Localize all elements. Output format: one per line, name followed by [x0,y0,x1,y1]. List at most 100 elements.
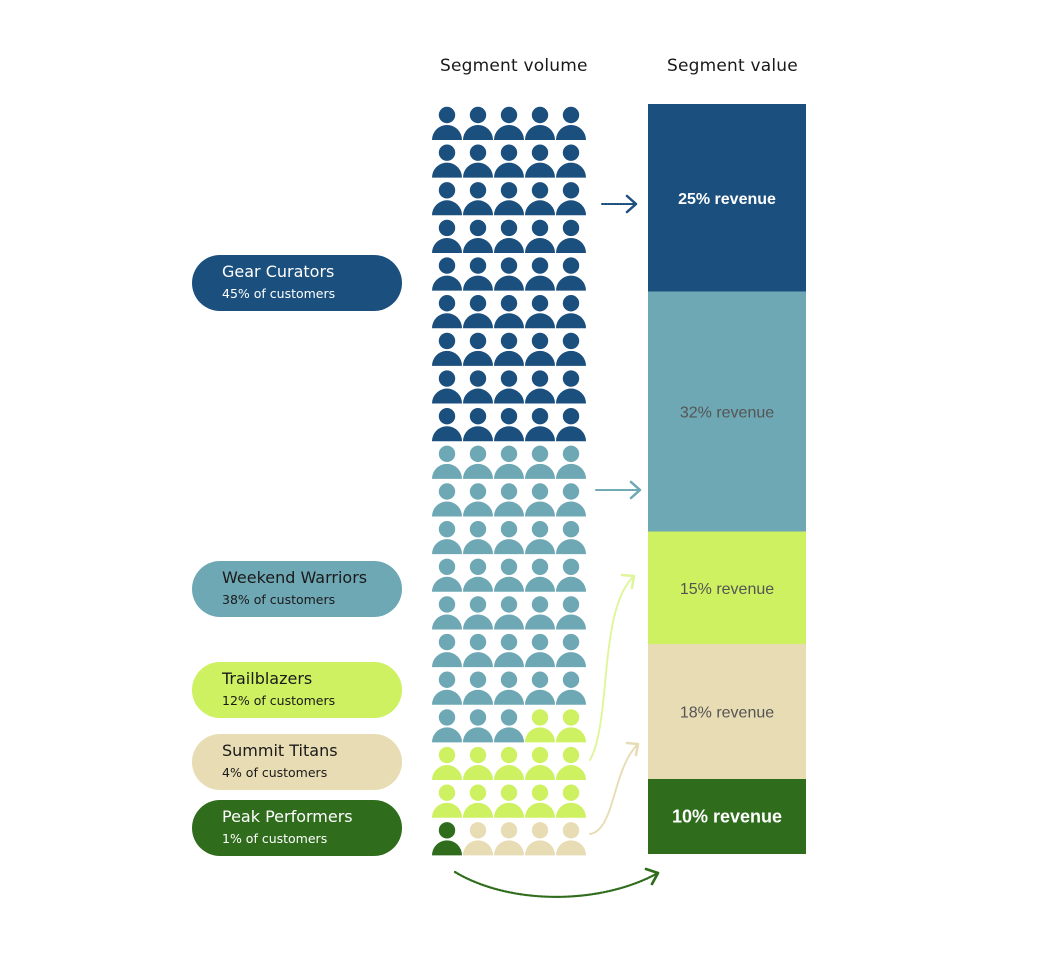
customer-icon [525,408,555,442]
customer-icon [494,106,524,140]
customer-icon [556,332,586,366]
segment-customer-share: 45% of customers [222,286,336,301]
segment-name: Trailblazers [222,669,313,688]
revenue-bar-summit-titans [648,644,806,779]
customer-icon [525,182,555,216]
customer-icon [525,822,555,856]
customer-icon [463,709,493,743]
customer-icon [525,295,555,329]
customer-icon [463,671,493,705]
customer-icon [556,219,586,253]
customer-icon [494,558,524,592]
customer-icon [432,445,462,479]
customer-icon [432,709,462,743]
customer-icon [494,219,524,253]
customer-icon [525,784,555,818]
customer-icon [556,746,586,781]
arrow-trailblazers [589,573,636,761]
segment-pill-trailblazers: Trailblazers 12% of customers [192,662,402,718]
customer-icon [494,144,524,178]
customer-icon [432,784,462,818]
customer-icon [525,219,555,253]
customer-icon [432,596,462,630]
customer-icon [463,370,493,404]
customer-icon [494,483,524,517]
customer-icon [494,709,524,743]
customer-icon [432,483,462,517]
customer-icon [494,408,524,442]
customer-icon [525,257,555,291]
customer-icon [556,408,586,442]
customer-icon [525,671,555,705]
customer-icon [432,520,462,555]
customer-icon [463,558,493,592]
arrow-weekend-warriors [595,480,642,500]
customer-icon [494,257,524,291]
customer-icon [494,520,524,555]
customer-icon [556,596,586,630]
customer-icon [494,671,524,705]
customer-icon [525,483,555,517]
customer-icon [525,106,555,140]
customer-icon [432,144,462,178]
arrow-gear-curators [601,194,638,214]
customer-icon [432,219,462,253]
customer-icon [463,822,493,856]
customer-icon [525,144,555,178]
customer-icon [525,445,555,479]
customer-icon [556,558,586,592]
segment-customer-share: 4% of customers [222,765,328,780]
customer-icon [432,106,462,140]
arrow-peak-performers [453,867,660,898]
customer-icon [494,182,524,216]
customer-icon [463,445,493,479]
customer-icon [463,784,493,818]
segment-customer-share: 12% of customers [222,693,336,708]
segment-name: Gear Curators [222,262,335,281]
customer-icon [463,332,493,366]
revenue-bar-weekend-warriors [648,291,806,532]
customer-icon [463,106,493,140]
customer-icon [494,596,524,630]
customer-icon [494,784,524,818]
segment-name: Weekend Warriors [222,568,368,587]
arrow-summit-titans [589,741,640,835]
customer-icon [432,332,462,366]
customer-icon [556,671,586,705]
segment-pill-weekend-warriors: Weekend Warriors 38% of customers [192,561,402,617]
segment-customer-share: 1% of customers [222,831,328,846]
customer-icon [556,144,586,178]
customer-icon [463,633,493,668]
customer-icon [556,106,586,140]
revenue-bar-peak-performers [648,779,806,854]
customer-icon [432,746,462,781]
revenue-label-peak-performers: 10% revenue [672,807,782,827]
segment-customer-share: 38% of customers [222,592,336,607]
customer-icon [556,483,586,517]
customer-icon [432,558,462,592]
segment-name: Peak Performers [222,807,353,826]
customer-icon [494,746,524,781]
revenue-label-weekend-warriors: 32% revenue [680,405,774,422]
customer-icon [463,257,493,291]
customer-icon [556,520,586,555]
customer-icon [525,370,555,404]
customer-icon [432,295,462,329]
revenue-bar-trailblazers [648,531,806,644]
segment-name: Summit Titans [222,741,338,760]
customer-icon [494,822,524,856]
customer-icon [525,746,555,781]
customer-icon [556,182,586,216]
segment-volume-title: Segment volume [440,56,588,76]
customer-icon [494,633,524,668]
customer-icon [556,822,586,856]
customer-icon [432,822,462,856]
customer-icon [463,596,493,630]
revenue-bar-gear-curators [648,104,806,292]
segment-pill-gear-curators: Gear Curators 45% of customers [192,255,402,311]
customer-icon [556,445,586,479]
customer-icon [525,520,555,555]
segment-value-title: Segment value [667,56,798,76]
customer-icon [525,332,555,366]
